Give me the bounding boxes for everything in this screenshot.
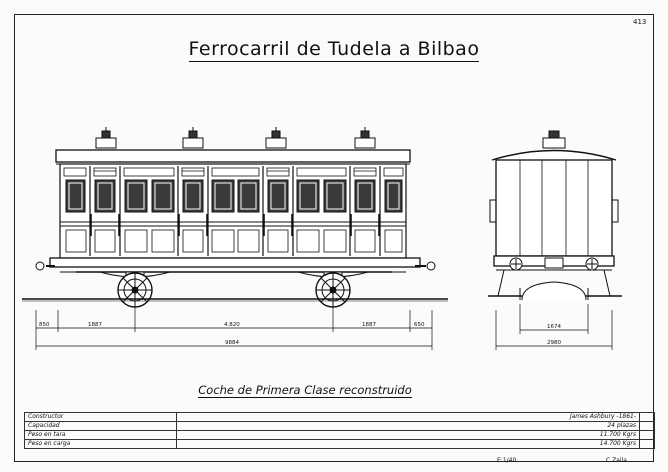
sheet-border	[14, 14, 654, 462]
spec-label: Capacidad	[24, 421, 177, 431]
coach-side-view	[22, 127, 448, 308]
drawing-subtitle: Coche de Primera Clase reconstruido	[198, 383, 412, 398]
scale-label: E:1/40	[497, 457, 517, 464]
dim-1887-right: 1887	[362, 322, 376, 328]
spec-value: James Ashbury -1861-	[176, 412, 640, 422]
dimension-labels: 850 1887 4.820 1887 650 9884 1674 2980	[39, 322, 561, 346]
roof-lamps	[95, 127, 376, 149]
drawing-title: Ferrocarril de Tudela a Bilbao	[188, 38, 480, 62]
spec-label: Peso en tara	[24, 430, 177, 440]
coach-end-view	[488, 130, 622, 301]
spec-value: 11.700 Kgrs	[176, 430, 640, 440]
end-dimension-lines	[495, 304, 613, 350]
coach-wheels	[117, 272, 351, 308]
dim-1887-left: 1887	[88, 322, 102, 328]
dim-850: 850	[39, 322, 50, 328]
specs-table: Constructor James Ashbury -1861- Capacid…	[24, 412, 655, 449]
dim-side-total: 9884	[225, 340, 239, 346]
side-dimension-lines	[35, 300, 433, 350]
spec-value: 14.700 Kgrs	[176, 439, 640, 449]
author-label: C.Zaila	[606, 457, 627, 464]
table-row: Peso en tara 11.700 Kgrs	[24, 430, 655, 440]
dim-4820: 4.820	[224, 322, 240, 328]
sheet-number: 413	[633, 18, 647, 26]
spec-label: Peso en carga	[24, 439, 177, 449]
table-row: Constructor James Ashbury -1861-	[24, 412, 655, 422]
dim-650: 650	[414, 322, 425, 328]
dim-end-inner: 1674	[547, 324, 561, 330]
dim-end-total: 2980	[547, 340, 561, 346]
spec-label: Constructor	[24, 412, 177, 422]
table-row: Peso en carga 14.700 Kgrs	[24, 439, 655, 449]
spec-value: 24 plazas	[176, 421, 640, 431]
table-row: Capacidad 24 plazas	[24, 421, 655, 431]
